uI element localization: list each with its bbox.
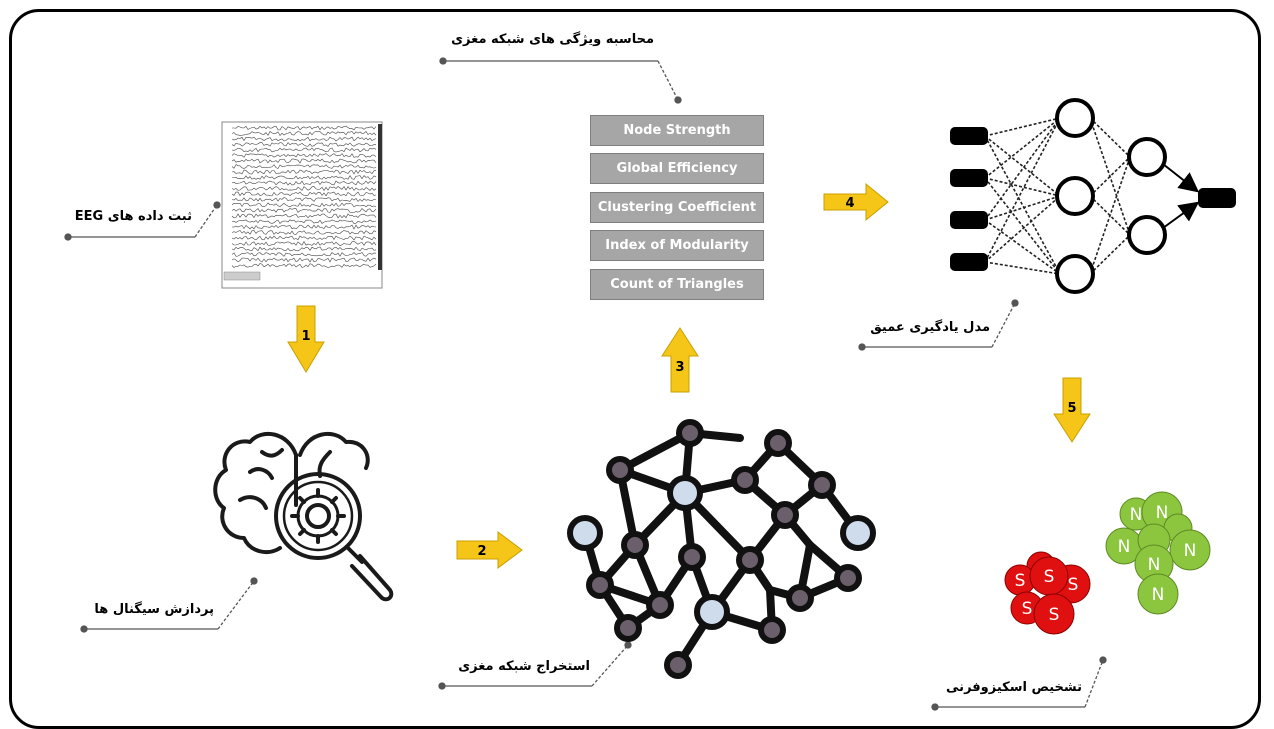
eeg-trace [231, 136, 377, 142]
normal-cluster [1105, 491, 1211, 615]
eeg-trace [231, 263, 377, 268]
eeg-trace [232, 175, 377, 180]
eeg-trace [231, 208, 377, 213]
brain-magnifier-icon [213, 432, 394, 602]
brain-network-nodes [567, 419, 876, 679]
step-arrow-1 [287, 305, 325, 373]
eeg-trace [231, 169, 376, 175]
eeg-trace [231, 197, 377, 202]
label-deep-model: مدل یادگیری عمیق [870, 320, 990, 335]
s-label: S [1068, 575, 1079, 595]
s-label: S [1044, 567, 1055, 587]
feature-node-strength: Node Strength [590, 115, 764, 146]
s-label: S [1015, 571, 1026, 591]
n-label: N [1148, 555, 1161, 575]
eeg-trace [231, 230, 377, 235]
eeg-trace [231, 202, 377, 208]
eeg-trace [232, 125, 377, 131]
n-label: N [1156, 503, 1169, 523]
eeg-trace [231, 186, 377, 192]
eeg-trace [231, 257, 377, 263]
eeg-trace [231, 131, 377, 137]
label-feature-computation: محاسبه ویژگی های شبکه مغزی [451, 32, 654, 47]
label-network-extraction: استخراج شبکه مغزی [458, 659, 590, 674]
label-signal-processing: پردازش سیگنال ها [94, 602, 214, 617]
eeg-trace [231, 147, 377, 153]
eeg-plot-image [221, 121, 383, 289]
step-number-4: 4 [845, 196, 854, 211]
n-label: N [1184, 541, 1197, 561]
feature-clustering-coefficient: Clustering Coefficient [590, 192, 764, 223]
schizophrenia-cluster [1004, 551, 1091, 635]
s-label: S [1049, 605, 1060, 625]
eeg-trace [231, 180, 377, 186]
feature-global-efficiency: Global Efficiency [590, 153, 764, 184]
eeg-trace [231, 224, 377, 230]
eeg-trace [231, 153, 377, 158]
step-number-5: 5 [1067, 401, 1076, 416]
step-number-3: 3 [675, 360, 684, 375]
eeg-trace [231, 235, 377, 241]
eeg-trace [231, 240, 377, 246]
step-arrow-2 [456, 531, 523, 569]
eeg-trace [231, 191, 377, 197]
step-arrow-5 [1053, 377, 1091, 443]
neural-network-model [950, 98, 1236, 294]
feature-index-of-modularity: Index of Modularity [590, 230, 764, 261]
n-label: N [1152, 585, 1165, 605]
eeg-trace [231, 213, 377, 219]
s-label: S [1022, 599, 1033, 619]
step-arrow-4 [823, 182, 889, 222]
step-number-1: 1 [301, 329, 310, 344]
eeg-trace [231, 158, 377, 164]
step-arrow-3 [661, 327, 699, 393]
label-diagnosis: تشخیص اسکیزوفرنی [946, 680, 1082, 695]
eeg-trace [231, 246, 377, 252]
callout-leaders [64, 57, 1107, 711]
step-number-2: 2 [477, 544, 486, 559]
n-label: N [1130, 505, 1143, 525]
eeg-trace [231, 219, 377, 224]
label-eeg-recording: ثبت داده های EEG [74, 209, 192, 224]
feature-count-of-triangles: Count of Triangles [590, 269, 764, 300]
eeg-trace [231, 164, 377, 169]
n-label: N [1118, 537, 1131, 557]
eeg-trace [231, 252, 377, 257]
eeg-trace [231, 142, 376, 147]
